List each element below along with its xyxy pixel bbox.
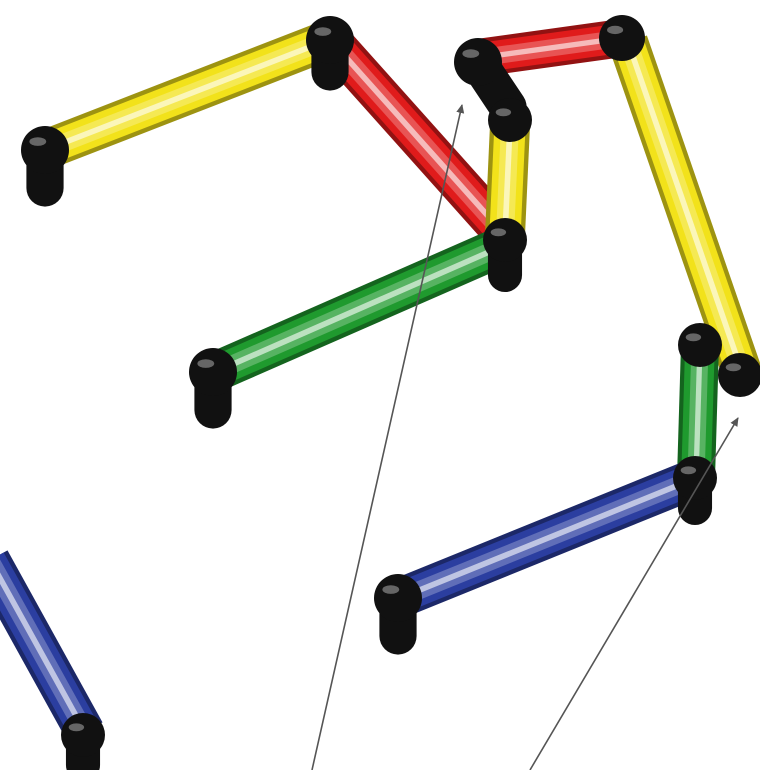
joint-center-lower bbox=[483, 218, 527, 275]
joint-top-right bbox=[599, 15, 645, 61]
blue-rod-lower-left bbox=[0, 560, 85, 732]
joint-lower-center bbox=[374, 574, 422, 636]
joint-right-end bbox=[718, 353, 760, 397]
yellow-rod-right bbox=[628, 42, 742, 372]
joint-right-upper bbox=[678, 323, 722, 367]
joint-top-center bbox=[306, 16, 354, 72]
joint-center-left bbox=[189, 348, 237, 410]
joint-center-upper-b bbox=[488, 98, 532, 142]
leader-line-right bbox=[530, 418, 738, 770]
green-rod-center bbox=[215, 245, 505, 372]
joint-bottom-left bbox=[61, 713, 105, 765]
yellow-rod-top-left bbox=[45, 40, 328, 150]
joint-top-left bbox=[21, 126, 69, 188]
leader-line-left bbox=[312, 105, 462, 770]
blue-rod-lower-right bbox=[400, 478, 696, 598]
